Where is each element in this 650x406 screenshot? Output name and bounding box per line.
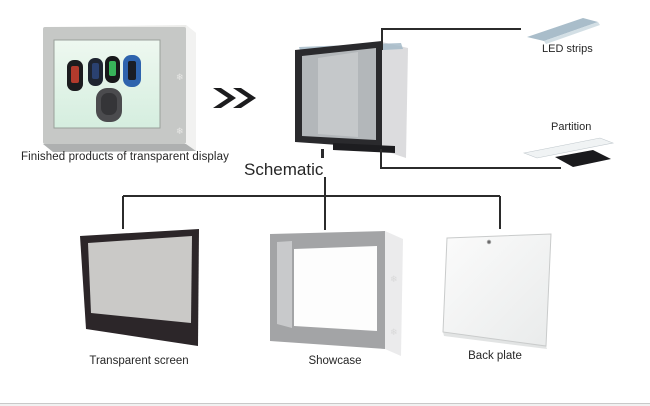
smart-band-green-screen (109, 61, 116, 76)
showcase-side-face (385, 231, 403, 356)
led-strip (527, 18, 598, 41)
schematic-inner-panel (318, 52, 358, 137)
showcase-label: Showcase (308, 355, 362, 367)
back-plate-hole-center (488, 241, 490, 243)
product-side-face (186, 25, 196, 151)
showcase-graphic (270, 231, 403, 356)
back-plate-graphic (442, 233, 552, 349)
led-strip-graphic (527, 18, 600, 44)
connector-lines (122, 28, 561, 230)
schematic-bottom-shelf (333, 143, 395, 153)
smart-band-red-screen (71, 66, 79, 83)
chevron-2 (233, 88, 256, 108)
partition-graphic (522, 137, 615, 167)
smart-band-navy-screen (92, 63, 99, 79)
arrow-right-icon (213, 88, 256, 108)
transparent-screen-graphic (80, 229, 199, 346)
product-bottom-face (43, 144, 196, 152)
back-plate-panel (442, 233, 552, 347)
chevron-1 (213, 88, 236, 108)
schematic-title: Schematic (244, 160, 324, 179)
bottom-divider (0, 403, 650, 406)
schematic-foot (321, 149, 324, 158)
partition-base (555, 150, 611, 167)
transparent-screen-glass (88, 236, 192, 323)
watch-face (101, 93, 117, 115)
finished-product-caption: Finished products of transparent display (21, 151, 229, 163)
schematic-3d-drawing (295, 41, 408, 158)
back-plate-label: Back plate (468, 350, 522, 362)
partition-connector (380, 149, 561, 169)
finished-product-photo (43, 25, 196, 152)
partition-label: Partition (551, 121, 592, 133)
partition-strip (522, 137, 615, 159)
back-plate-shadow (443, 332, 547, 349)
schematic-body (382, 42, 408, 158)
led-strips-connector (381, 28, 521, 50)
led-strip-edge (544, 22, 600, 44)
showcase-inner-band (277, 241, 292, 328)
smart-band-blue-screen (128, 61, 136, 80)
led-strips-label: LED strips (542, 43, 593, 55)
transparent-screen-label: Transparent screen (89, 355, 189, 367)
schematic-tree-connector (122, 177, 501, 230)
showcase-opening (294, 246, 377, 331)
